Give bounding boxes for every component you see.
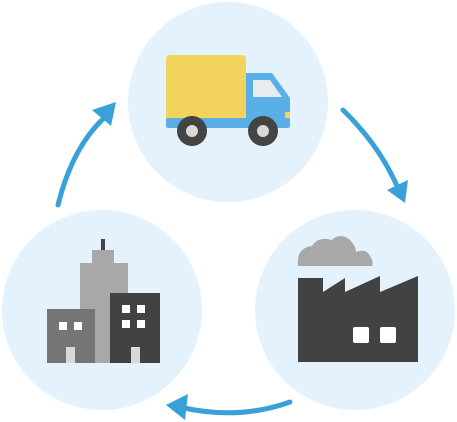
arrow-transport-to-factory	[340, 107, 408, 203]
right-building-window-3	[122, 320, 130, 328]
right-building-window-4	[137, 320, 145, 328]
truck-cab-window	[253, 80, 282, 97]
skyscraper-top	[92, 250, 114, 264]
city-buildings-icon	[47, 239, 160, 363]
factory-smoke-cloud	[297, 236, 373, 266]
truck-headlight	[285, 112, 290, 120]
skyscraper-antenna	[101, 239, 105, 251]
left-building-window-1	[59, 322, 67, 330]
right-building-door	[131, 347, 140, 363]
factory-icon	[297, 236, 418, 362]
truck-rear-wheel	[177, 116, 207, 146]
truck-cargo-box	[166, 55, 246, 125]
arrow-city-to-transport	[55, 102, 116, 208]
right-building-window-1	[122, 305, 130, 313]
factory-window-left	[353, 327, 369, 343]
factory-window-right	[380, 327, 396, 343]
right-building-window-2	[137, 305, 145, 313]
truck-front-wheel	[248, 116, 278, 146]
arrow-factory-to-city	[166, 394, 293, 420]
left-building-window-2	[74, 322, 82, 330]
left-building-door	[66, 347, 75, 363]
delivery-truck-icon	[166, 55, 290, 146]
factory-building	[298, 276, 418, 362]
